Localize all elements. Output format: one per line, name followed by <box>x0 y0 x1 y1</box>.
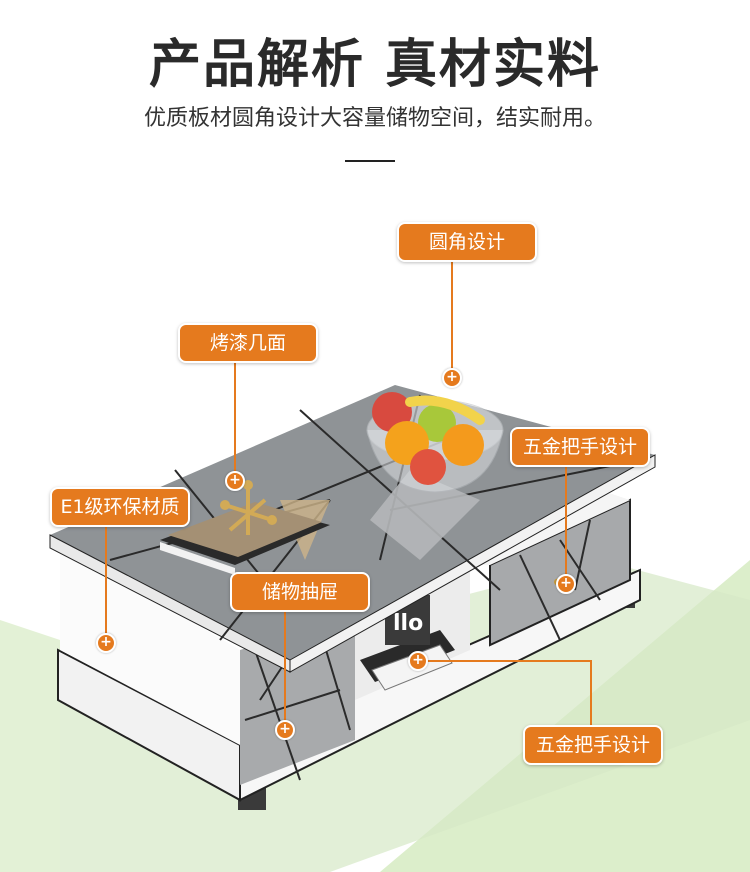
book-cover <box>168 502 322 557</box>
apple <box>410 449 446 485</box>
banana <box>405 395 485 425</box>
plus-icon: + <box>225 471 245 491</box>
page-title: 产品解析 真材实料 <box>148 35 602 95</box>
plus-icon: + <box>556 574 576 594</box>
orange <box>442 424 484 466</box>
leader-line <box>105 520 107 642</box>
callout-e1-material: E1级环保材质 <box>50 487 190 527</box>
svg-text:llo: llo <box>393 611 423 636</box>
callout-baked-paint-surface: 烤漆几面 <box>178 323 318 363</box>
green-floor-left <box>0 620 60 872</box>
table-top <box>50 385 655 660</box>
leader-line <box>418 660 590 662</box>
callout-hardware-handle-top: 五金把手设计 <box>510 427 650 467</box>
title-divider <box>345 160 395 162</box>
table-top-edge-front <box>289 454 656 673</box>
callout-hardware-handle-bottom: 五金把手设计 <box>523 725 663 765</box>
callout-rounded-design: 圆角设计 <box>397 222 537 262</box>
leader-line <box>565 460 567 582</box>
plus-icon: + <box>96 633 116 653</box>
leader-line <box>451 257 453 375</box>
page-subtitle: 优质板材圆角设计大容量储物空间，结实耐用。 <box>143 106 606 131</box>
right-drawer <box>489 498 631 647</box>
plus-icon: + <box>408 651 428 671</box>
leader-line <box>284 606 286 728</box>
leader-line <box>590 660 592 728</box>
plus-icon: + <box>442 368 462 388</box>
book-page <box>160 542 235 575</box>
leader-line <box>234 357 236 479</box>
callout-storage-drawer: 储物抽屉 <box>230 572 370 612</box>
gold-ornament <box>224 485 273 535</box>
plus-icon: + <box>275 720 295 740</box>
top-light-panel <box>370 470 480 560</box>
